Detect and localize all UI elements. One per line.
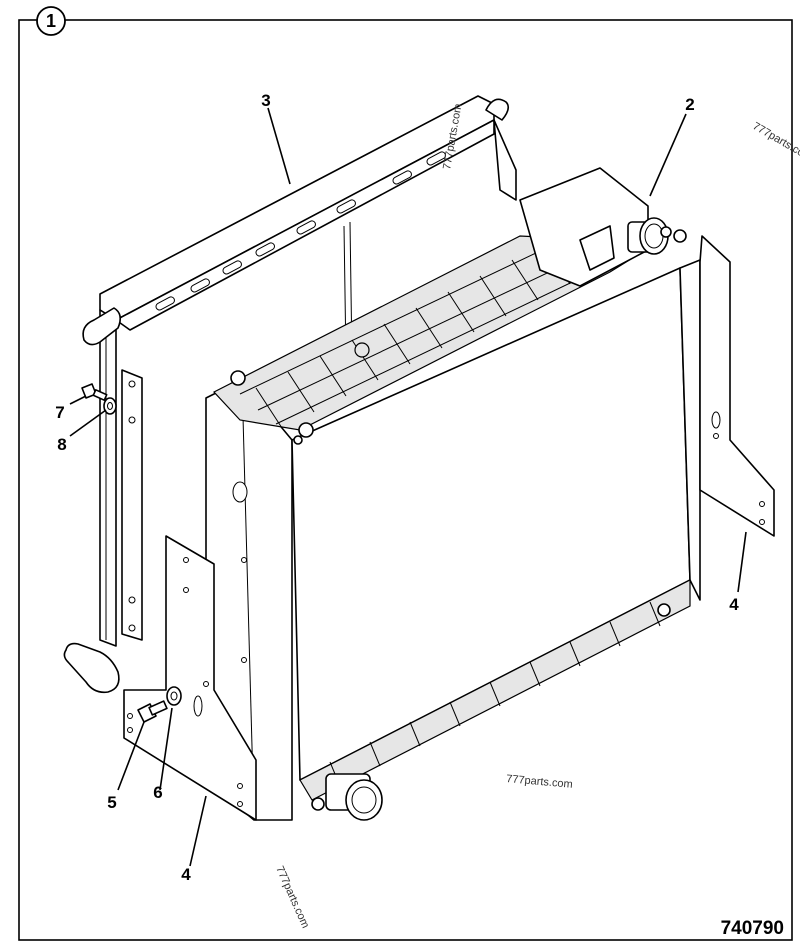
right-bracket-part-4: [699, 235, 775, 537]
bolt-part-5: [137, 700, 168, 723]
upper-outlet-pipe: [627, 217, 669, 255]
rear-shroud-part-3: [63, 95, 517, 694]
callout-6: 6: [153, 783, 162, 802]
leader-lines: [69, 107, 747, 867]
figure-number: 1: [46, 11, 56, 31]
callout-4-left: 4: [181, 865, 191, 884]
figure-number-badge: 1: [36, 6, 66, 36]
beam-slots: [155, 151, 446, 311]
radiator-core-part-2: [205, 167, 701, 821]
washer-part-6: [166, 686, 182, 706]
callout-3: 3: [261, 91, 270, 110]
callout-2: 2: [685, 95, 694, 114]
washer-part-8: [103, 397, 117, 415]
callout-4-right: 4: [729, 595, 739, 614]
callout-5: 5: [107, 793, 116, 812]
watermark: 777parts.com: [273, 864, 311, 930]
left-side-strip: [121, 369, 143, 641]
drawing-number: 740790: [721, 918, 784, 939]
callout-7: 7: [55, 403, 64, 422]
lower-outlet-pipe: [325, 773, 383, 821]
left-bracket-part-4: [123, 535, 257, 821]
diagram-frame: [18, 19, 793, 941]
callout-8: 8: [57, 435, 66, 454]
watermark: 777parts.com: [506, 773, 573, 791]
bolt-part-7: [81, 383, 108, 401]
